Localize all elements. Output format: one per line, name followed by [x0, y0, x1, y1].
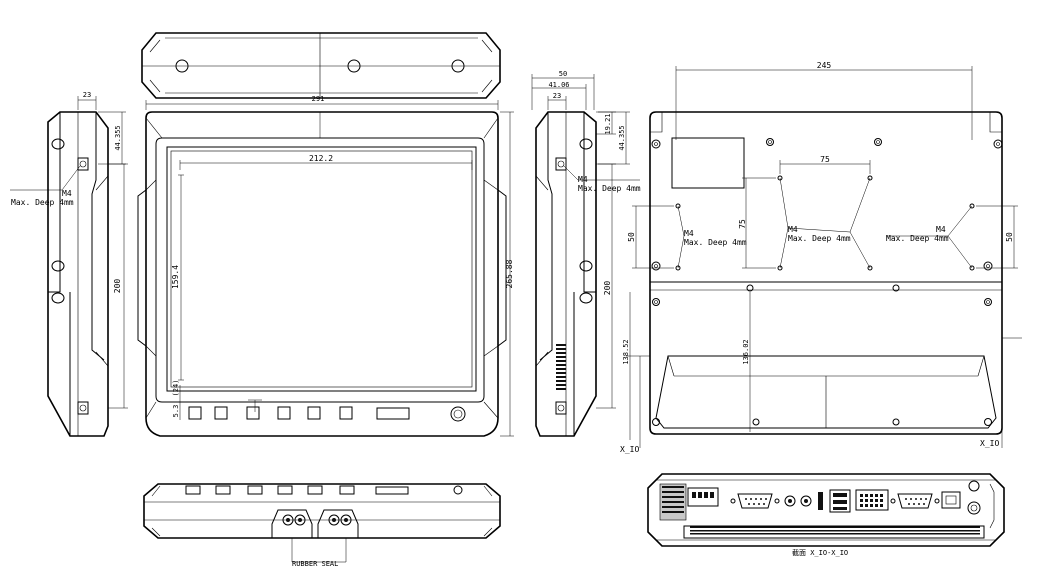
front-overall-width-label: 291 — [312, 95, 325, 103]
rear-vesa-height-label: 75 — [738, 219, 747, 229]
right-height-label: 200 — [603, 281, 612, 296]
rear-right-pair-label: 50 — [1005, 232, 1014, 242]
left-height-label: 200 — [113, 279, 122, 294]
rear-left-mount-depth-label: Max. Deep 4mm — [684, 238, 747, 247]
rear-section-left-label: X_IO — [620, 445, 639, 454]
right-depth-small-label: 23 — [553, 92, 561, 100]
bottom-seal-label: RUBBER SEAL — [292, 560, 338, 568]
front-bottom-offset-label: 5.3 — [172, 405, 180, 418]
right-depth-total-label: 50 — [559, 70, 567, 78]
rear-right-mount-depth-label: Max. Deep 4mm — [886, 234, 949, 243]
left-top-offset-label: 44.355 — [114, 125, 122, 150]
rear-left-mount-label: M4 — [684, 229, 694, 238]
left-top-depth-label: 23 — [83, 91, 91, 99]
right-side-view — [531, 74, 640, 437]
io-section-view — [647, 473, 1005, 547]
io-caption-label: 截面 X_IO-X_IO — [792, 548, 848, 557]
right-mount-label: M4 — [578, 175, 588, 184]
rear-center-mount-label: M4 — [788, 225, 798, 234]
bottom-view — [143, 483, 501, 563]
front-view — [137, 100, 514, 437]
left-mount-label: M4 — [62, 189, 72, 198]
rear-left-pair-label: 50 — [627, 232, 636, 242]
rear-vesa-width-label: 75 — [820, 155, 830, 164]
right-offset-b-label: 44.355 — [618, 125, 626, 150]
rear-base-height-label: 138.52 — [622, 339, 630, 364]
left-side-view — [10, 96, 128, 437]
rear-view — [626, 66, 1022, 448]
left-mount-depth-label: Max. Deep 4mm — [11, 198, 74, 207]
right-mount-depth-label: Max. Deep 4mm — [578, 184, 641, 193]
front-screen-height-label: 159.4 — [171, 265, 180, 289]
rear-lower-height-label: 136.02 — [742, 339, 750, 364]
rear-center-mount-depth-label: Max. Deep 4mm — [788, 234, 851, 243]
front-overall-height-label: 265.88 — [505, 259, 514, 288]
right-depth-inner-label: 41.06 — [548, 81, 569, 89]
right-offset-a-label: 19.21 — [604, 113, 612, 134]
top-view — [141, 32, 501, 99]
front-screen-width-label: 212.2 — [309, 154, 333, 163]
rear-hole-span-label: 245 — [817, 61, 832, 70]
rear-right-mount-label: M4 — [936, 225, 946, 234]
rear-section-right-label: X_IO — [980, 439, 999, 448]
front-button-offset-label: (24) — [172, 380, 180, 397]
